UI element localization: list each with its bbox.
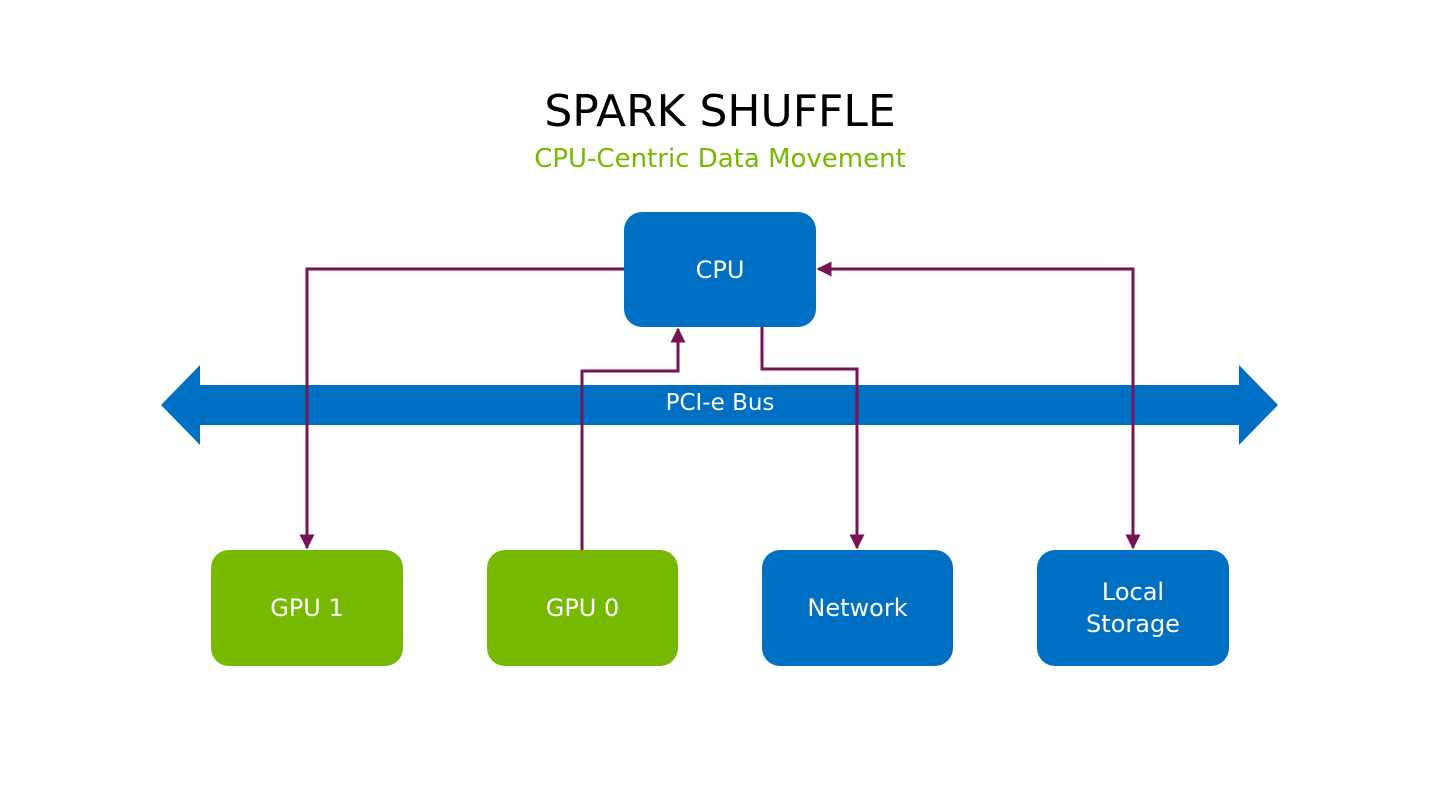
- edge-storage-cpu: [816, 261, 1141, 550]
- diagram-subtitle: CPU-Centric Data Movement: [534, 144, 906, 174]
- local-storage-label-line2: Storage: [1086, 610, 1180, 638]
- pcie-bus-label: PCI-e Bus: [665, 390, 775, 416]
- cpu-node: CPU: [624, 212, 816, 327]
- diagram-title: SPARK SHUFFLE: [544, 86, 896, 137]
- edge-cpu-to-network: [760, 327, 865, 550]
- network-label: Network: [807, 594, 908, 622]
- network-node: Network: [762, 550, 953, 666]
- gpu0-node: GPU 0: [487, 550, 678, 666]
- gpu1-label: GPU 1: [270, 594, 344, 622]
- cpu-label: CPU: [695, 255, 745, 284]
- edge-cpu-to-gpu1: [299, 267, 624, 550]
- local-storage-node: Local Storage: [1037, 550, 1229, 666]
- gpu0-label: GPU 0: [545, 594, 620, 622]
- gpu1-node: GPU 1: [211, 550, 403, 666]
- edge-gpu0-to-cpu: [580, 327, 686, 550]
- local-storage-label-line1: Local: [1101, 578, 1165, 606]
